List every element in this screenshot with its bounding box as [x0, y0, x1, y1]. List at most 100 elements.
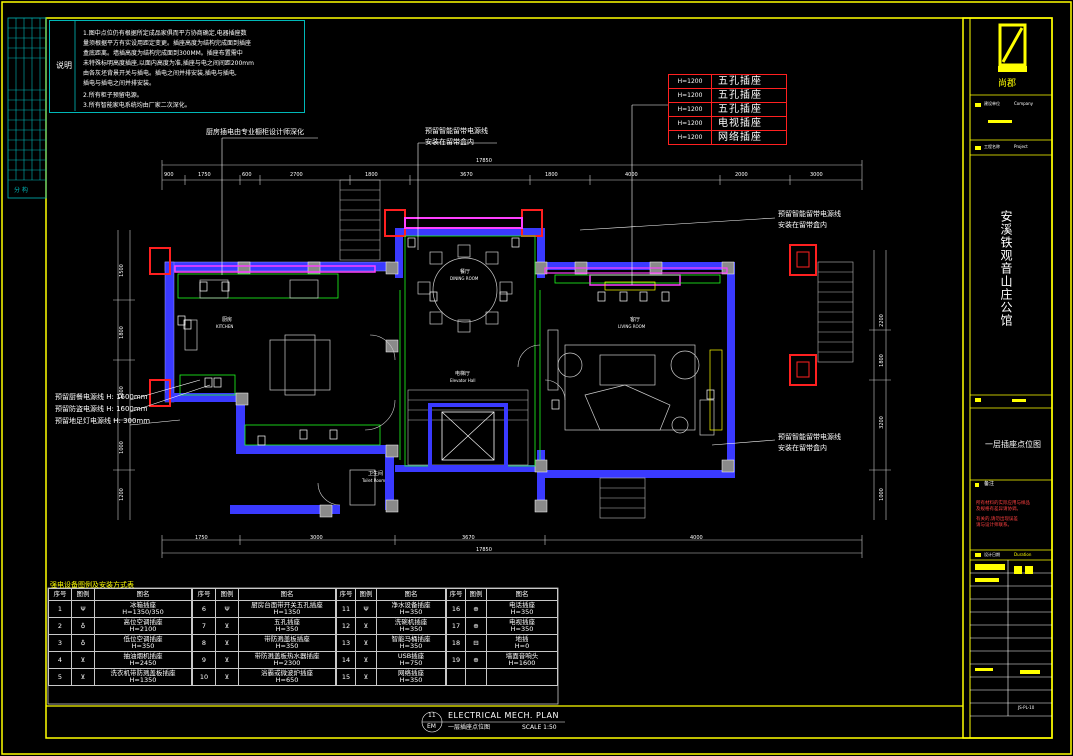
drawing-title-marker — [421, 711, 565, 733]
dim-left: 1800 — [118, 386, 125, 399]
drawing-number: 11 — [428, 712, 436, 719]
room-label-hall-en: Elevator Hall — [450, 378, 476, 383]
dim-right: 3200 — [878, 416, 885, 429]
remark-line: 及规格有差异请协调。 — [976, 507, 1021, 512]
dim-bottom: 1750 — [195, 535, 208, 541]
room-label-hall: 电梯厅 — [455, 371, 471, 377]
company-value: Company — [1014, 101, 1034, 106]
interior-green-lines — [177, 235, 721, 467]
room-label-kitchen: 厨房 — [222, 317, 233, 323]
brand-logo — [998, 23, 1027, 72]
dim-left: 1500 — [118, 264, 125, 277]
bottom-dimension-lines — [161, 535, 863, 558]
leader-lines — [129, 104, 776, 446]
living-note: 预留智能留带电源线 — [778, 433, 841, 441]
dim-top: 4000 — [625, 172, 638, 178]
living-furniture — [547, 329, 715, 436]
legend-row — [446, 668, 558, 686]
drawing-title-en: ELECTRICAL MECH. PLAN — [448, 711, 559, 720]
dim-top: 3000 — [810, 172, 823, 178]
room-label-living-en: LIVING ROOM — [618, 324, 646, 329]
company-label: 建设单位 — [984, 101, 1000, 106]
notes-box — [49, 20, 305, 113]
sheet-drawing-name: 一层插座点位图 — [985, 440, 1041, 449]
drawing-sheet: EM — [427, 723, 436, 730]
drawing-title-cn: 一层插座点位图 — [448, 724, 491, 731]
dim-top: 600 — [242, 172, 252, 178]
dim-right: 1800 — [878, 354, 885, 367]
dim-bottom: 3000 — [310, 535, 323, 541]
left-margin-label: 分 构 — [14, 187, 28, 194]
notes-line: 1.图中点位仍有根据所定成品家俱而平方协商确定,电器插座数 — [83, 30, 247, 37]
project-label: 工程名称 — [984, 144, 1000, 149]
room-label-living: 客厅 — [630, 317, 641, 323]
bay-windows — [149, 209, 817, 407]
sheet-code: JS-PL-10 — [1018, 705, 1035, 710]
side-dimension-lines — [113, 230, 891, 520]
dining-table — [417, 244, 513, 333]
living-note: 安装在留带盒内 — [778, 444, 827, 452]
door-swings — [317, 334, 566, 506]
dim-top: 3670 — [460, 172, 473, 178]
left-note: 预留厨餐电源线 H: 1600mm — [55, 393, 148, 401]
remark-line: 请与设计师联系。 — [976, 523, 1012, 528]
dining-note: 安装在留带盒内 — [425, 138, 474, 146]
project-value: Project — [1014, 144, 1028, 149]
left-note: 预留防盗电源线 H: 1600mm — [55, 405, 148, 413]
dim-bottom: 4000 — [690, 535, 703, 541]
notes-line: 未特殊标明高度插座,以面内高度为准,插座与电之间间距200mm — [83, 60, 254, 67]
brand-name: 尚郡 — [998, 79, 1017, 89]
kitchen-note: 厨房插电由专业橱柜设计师深化 — [206, 128, 304, 136]
dim-top: 1800 — [365, 172, 378, 178]
room-label-toilet-en: Toilet Room — [362, 478, 386, 483]
notes-line: 插电与插电之间并排安装。 — [83, 80, 156, 87]
living-note: 安装在留带盒内 — [778, 221, 827, 229]
living-note: 预留智能留带电源线 — [778, 210, 841, 218]
dim-left: 1800 — [118, 326, 125, 339]
dim-top: 2700 — [290, 172, 303, 178]
living-yellow-fixtures — [604, 281, 723, 431]
dim-top: 1800 — [545, 172, 558, 178]
dim-bottom: 3670 — [462, 535, 475, 541]
remark-line: 所有材料的实际应用与样品 — [976, 501, 1030, 506]
room-label-dining-en: DINING ROOM — [450, 276, 479, 281]
drawn-value: Duration — [1014, 552, 1032, 557]
remark-line: 有关的,请勿出现误差 — [976, 517, 1018, 522]
notes-line: 盒底距离。墙插高度为结构完成面到300MM。插座布置需中 — [83, 50, 243, 57]
project-name: 安溪铁观音山庄公馆 — [999, 210, 1013, 327]
notes-heading: 说明 — [56, 61, 72, 70]
notes-line: 由各灰坯背景开关与插电。插电之间并排安装,插电与插电, — [83, 70, 237, 77]
top-dimension-lines — [161, 160, 863, 190]
dim-top: 1750 — [198, 172, 211, 178]
left-margin-strip — [7, 17, 47, 199]
legend-title: 强电设备图例及安装方式表 — [50, 581, 134, 589]
room-label-kitchen-en: KITCHEN — [216, 324, 234, 329]
title-block-fills — [975, 103, 1040, 674]
elevator-shaft — [428, 403, 508, 469]
